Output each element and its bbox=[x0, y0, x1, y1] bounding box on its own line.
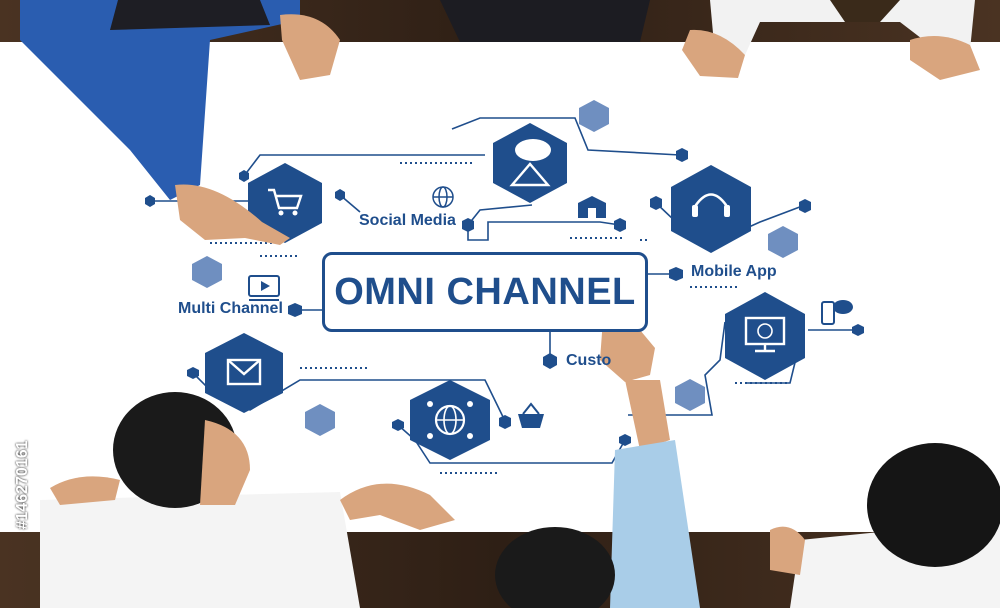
person-pointing-arm bbox=[600, 288, 700, 608]
headset-icon bbox=[671, 165, 751, 253]
chat-phone-icon bbox=[821, 300, 853, 325]
omni-channel-title: OMNI CHANNEL bbox=[334, 270, 636, 313]
person-top-center bbox=[440, 0, 650, 42]
person-bottom-right bbox=[770, 443, 1000, 608]
person-top-left bbox=[20, 0, 340, 245]
label-social-media: Social Media bbox=[359, 212, 456, 229]
network-globe-small-icon bbox=[432, 186, 454, 208]
video-player-icon bbox=[248, 275, 280, 301]
cart-icon bbox=[248, 163, 322, 243]
label-customer: Custo bbox=[566, 352, 612, 369]
person-bottom-left bbox=[40, 392, 455, 608]
mail-icon bbox=[205, 333, 283, 413]
basket-icon bbox=[518, 402, 544, 428]
dotted-lines bbox=[210, 162, 790, 474]
hex-nodes bbox=[145, 148, 864, 446]
label-mobile-app: Mobile App bbox=[691, 263, 777, 280]
globe-network-icon bbox=[410, 380, 490, 460]
label-multi-channel: Multi Channel bbox=[178, 300, 283, 317]
shopping-screen-icon bbox=[493, 123, 567, 203]
stock-id-text: #146270161 bbox=[14, 440, 31, 530]
light-hexagons bbox=[192, 100, 798, 436]
person-bottom-center bbox=[495, 527, 615, 608]
store-icon bbox=[578, 196, 606, 218]
person-top-right bbox=[682, 0, 980, 80]
omni-channel-title-box: OMNI CHANNEL bbox=[322, 252, 648, 332]
monitor-globe-icon bbox=[725, 292, 805, 380]
stock-id-watermark: #146270161 bbox=[8, 370, 38, 600]
